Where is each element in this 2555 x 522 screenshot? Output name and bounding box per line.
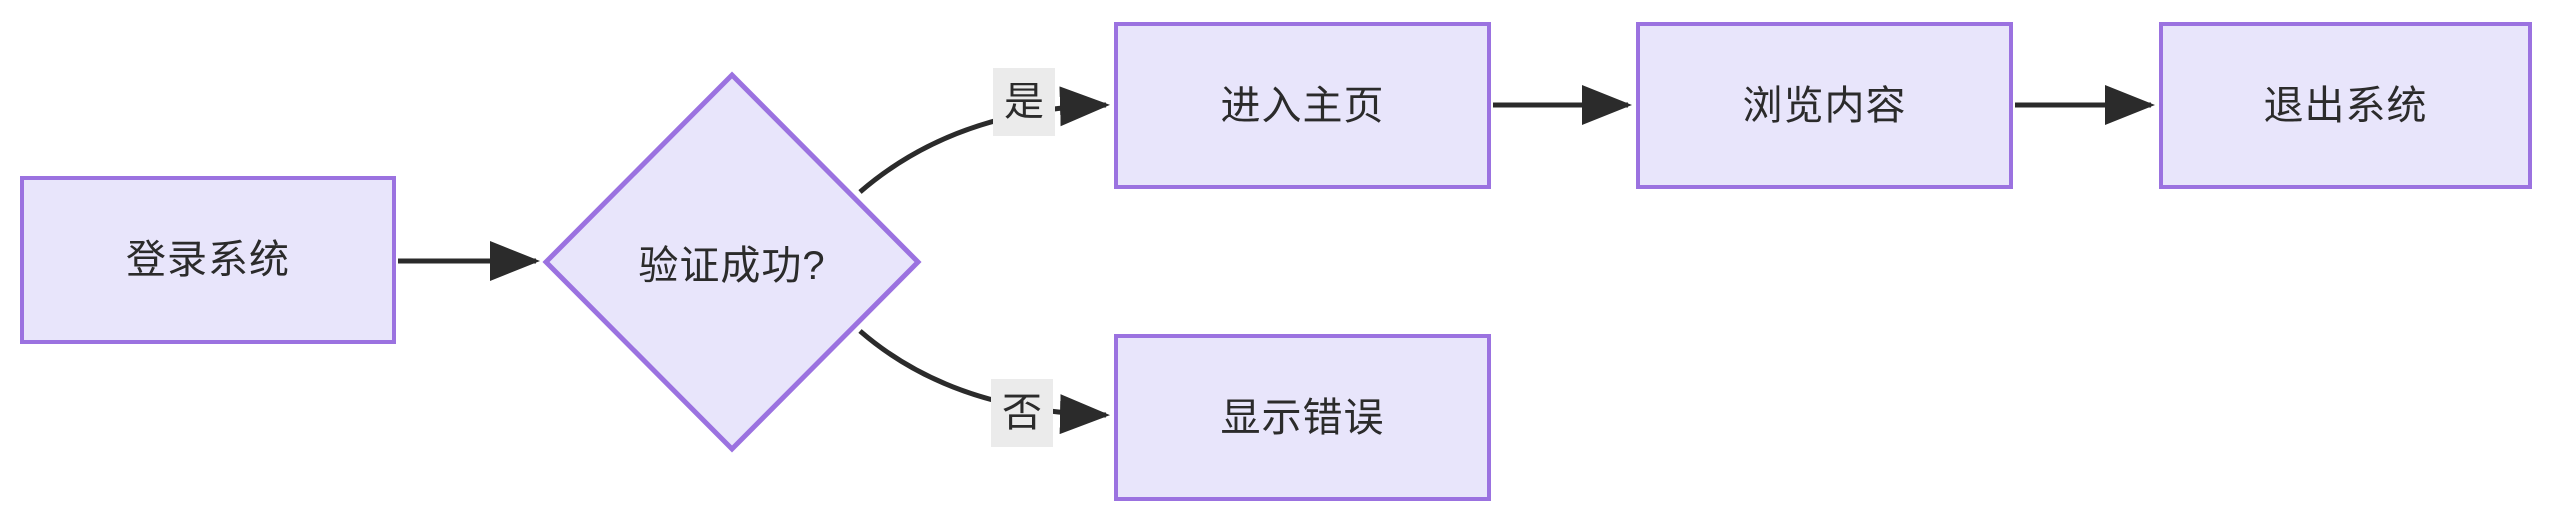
edge-label-no: 否 bbox=[991, 379, 1053, 447]
node-error-label: 显示错误 bbox=[1220, 395, 1385, 440]
node-home-label: 进入主页 bbox=[1220, 83, 1385, 128]
node-home[interactable]: 进入主页 bbox=[1114, 22, 1491, 189]
node-verify[interactable]: 验证成功? bbox=[542, 71, 922, 453]
edge-verify-to-error bbox=[858, 329, 1110, 435]
node-login-label: 登录系统 bbox=[126, 238, 290, 282]
node-login[interactable]: 登录系统 bbox=[20, 176, 396, 344]
edge-verify-to-home bbox=[858, 86, 1110, 194]
node-logout[interactable]: 退出系统 bbox=[2159, 22, 2532, 189]
node-browse[interactable]: 浏览内容 bbox=[1636, 22, 2013, 189]
node-error[interactable]: 显示错误 bbox=[1114, 334, 1491, 501]
node-logout-label: 退出系统 bbox=[2263, 83, 2428, 128]
node-browse-label: 浏览内容 bbox=[1742, 83, 1907, 128]
edge-label-yes: 是 bbox=[993, 68, 1055, 136]
diamond-shape bbox=[542, 71, 922, 453]
